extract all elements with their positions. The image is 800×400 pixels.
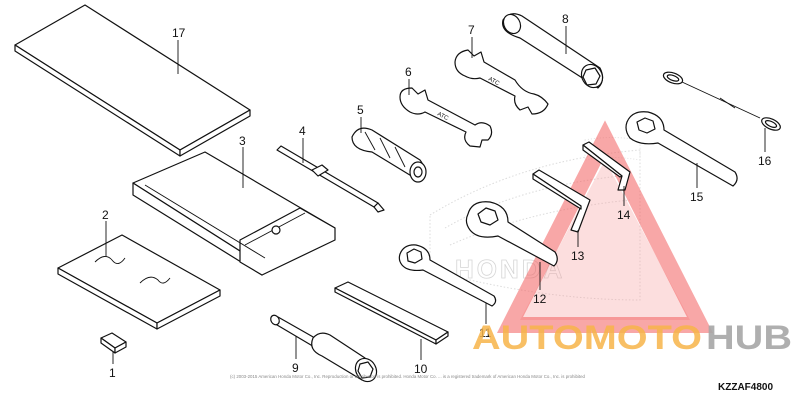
callout-9: 9 [292, 361, 299, 375]
callout-1: 1 [109, 366, 116, 380]
part-2-document-pouch [57, 234, 221, 330]
part-11-ring-spanner [398, 244, 497, 307]
wrench-7-marking: ATC [487, 76, 501, 87]
part-17-owners-manual [14, 4, 251, 157]
part-16-helmet-cable [662, 71, 781, 131]
callout-12: 12 [533, 292, 547, 306]
watermark-brand: AUTOMOTO HUB [472, 319, 792, 357]
part-12-ring-spanner [465, 201, 558, 267]
part-1-clip [100, 332, 127, 354]
part-9-spark-plug-wrench [270, 314, 378, 383]
callout-7: 7 [468, 23, 475, 37]
watermark-triangle-logo [496, 120, 714, 333]
watermark-brand-auto: AUTOMOTO [472, 319, 702, 357]
callout-8: 8 [562, 12, 569, 26]
wrench-6-marking: ATC [436, 111, 450, 122]
part-10-extension-bar [334, 281, 449, 345]
part-8-box-wrench [502, 13, 604, 89]
part-15-ring-spanner [625, 111, 738, 187]
callout-2: 2 [102, 208, 109, 222]
callout-labels: 17 3 2 1 4 5 6 7 8 16 15 14 13 12 11 10 … [102, 12, 772, 380]
callout-4: 4 [299, 124, 306, 138]
callout-11: 11 [479, 326, 492, 340]
callout-16: 16 [758, 154, 772, 168]
callout-13: 13 [571, 249, 585, 263]
part-4-screwdriver-shaft [276, 145, 385, 213]
callout-15: 15 [690, 190, 704, 204]
callout-5: 5 [357, 103, 364, 117]
copyright-text: (c) 2003-2015 American Honda Motor Co., … [230, 374, 585, 379]
watermark-brand-hub: HUB [706, 319, 792, 357]
part-7-open-end-wrench: ATC [454, 49, 549, 115]
part-5-screwdriver-handle [351, 127, 427, 183]
callout-10: 10 [414, 362, 428, 376]
part-14-hex-key [582, 141, 631, 191]
diagram-code: KZZAF4800 [718, 382, 773, 393]
callout-17: 17 [172, 26, 186, 40]
leader-lines [105, 26, 766, 364]
callout-14: 14 [617, 208, 631, 222]
callout-3: 3 [239, 134, 246, 148]
part-3-tool-bag [132, 151, 336, 276]
part-6-open-end-wrench: ATC [399, 87, 493, 148]
callout-6: 6 [405, 65, 412, 79]
